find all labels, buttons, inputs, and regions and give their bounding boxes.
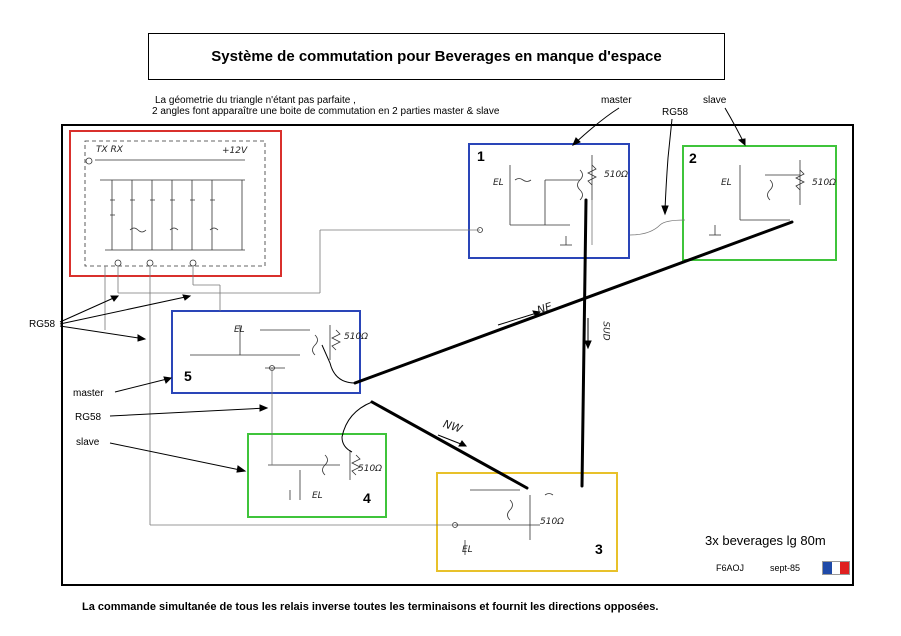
french-flag-icon xyxy=(822,561,850,575)
footer-text: La commande simultanée de tous les relai… xyxy=(82,601,659,613)
box3-schematic xyxy=(452,489,554,555)
page-title: Système de commutation pour Beverages en… xyxy=(211,48,662,65)
box5-schematic xyxy=(190,325,341,371)
title-box: Système de commutation pour Beverages en… xyxy=(148,33,725,80)
hand-el-box3: EL xyxy=(462,545,473,555)
date: sept-85 xyxy=(770,563,801,573)
caption: 3x beverages lg 80m xyxy=(705,533,826,548)
box-number-4: 4 xyxy=(363,490,371,506)
box-5 xyxy=(171,310,361,394)
box-number-3: 3 xyxy=(595,541,603,557)
label-rg58-left: RG58 xyxy=(29,319,56,330)
direction-cables xyxy=(353,198,794,490)
box1-schematic xyxy=(477,155,597,246)
box-red xyxy=(69,130,282,277)
flag-white xyxy=(831,562,841,574)
hand-510-box2: 510Ω xyxy=(812,178,837,188)
hand-el-box1: EL xyxy=(493,178,504,188)
direction-sud: SUD xyxy=(600,321,611,341)
hand-510-box3: 510Ω xyxy=(540,517,565,527)
coax-lines xyxy=(104,200,686,526)
annotation-arrows xyxy=(59,107,746,473)
hand-510-box1: 510Ω xyxy=(604,170,629,180)
box2-schematic xyxy=(709,160,805,236)
author: F6AOJ xyxy=(716,563,745,573)
box-1 xyxy=(468,143,630,259)
hand-plus12v: +12V xyxy=(222,146,248,156)
hand-tx-rx: TX RX xyxy=(96,145,123,155)
hand-el-box5: EL xyxy=(234,325,245,335)
note-line-2: 2 angles font apparaître une boite de co… xyxy=(152,106,500,117)
box-number-2: 2 xyxy=(689,150,697,166)
hand-el-box2: EL xyxy=(721,178,732,188)
box-2 xyxy=(682,145,837,261)
flag-blue xyxy=(823,562,832,574)
red-box-schematic xyxy=(84,140,266,267)
box-4 xyxy=(247,433,387,518)
label-master-top: master xyxy=(601,95,632,106)
box-number-1: 1 xyxy=(477,148,485,164)
hand-510-box4: 510Ω xyxy=(358,464,383,474)
direction-arrows xyxy=(437,310,592,447)
label-slave-left: slave xyxy=(76,437,100,448)
cable-stubs xyxy=(321,344,373,453)
hand-el-box4: EL xyxy=(312,491,323,501)
box-number-5: 5 xyxy=(184,368,192,384)
main-frame xyxy=(61,124,854,586)
label-master-left: master xyxy=(73,388,104,399)
label-rg58-top: RG58 xyxy=(662,107,689,118)
flag-red xyxy=(840,562,850,574)
box-3 xyxy=(436,472,618,572)
note-line-1: La géometrie du triangle n'étant pas par… xyxy=(155,95,356,106)
label-slave-top: slave xyxy=(703,95,727,106)
hand-510-box5: 510Ω xyxy=(344,332,369,342)
box4-schematic xyxy=(268,450,361,500)
label-rg58-left2: RG58 xyxy=(75,412,102,423)
